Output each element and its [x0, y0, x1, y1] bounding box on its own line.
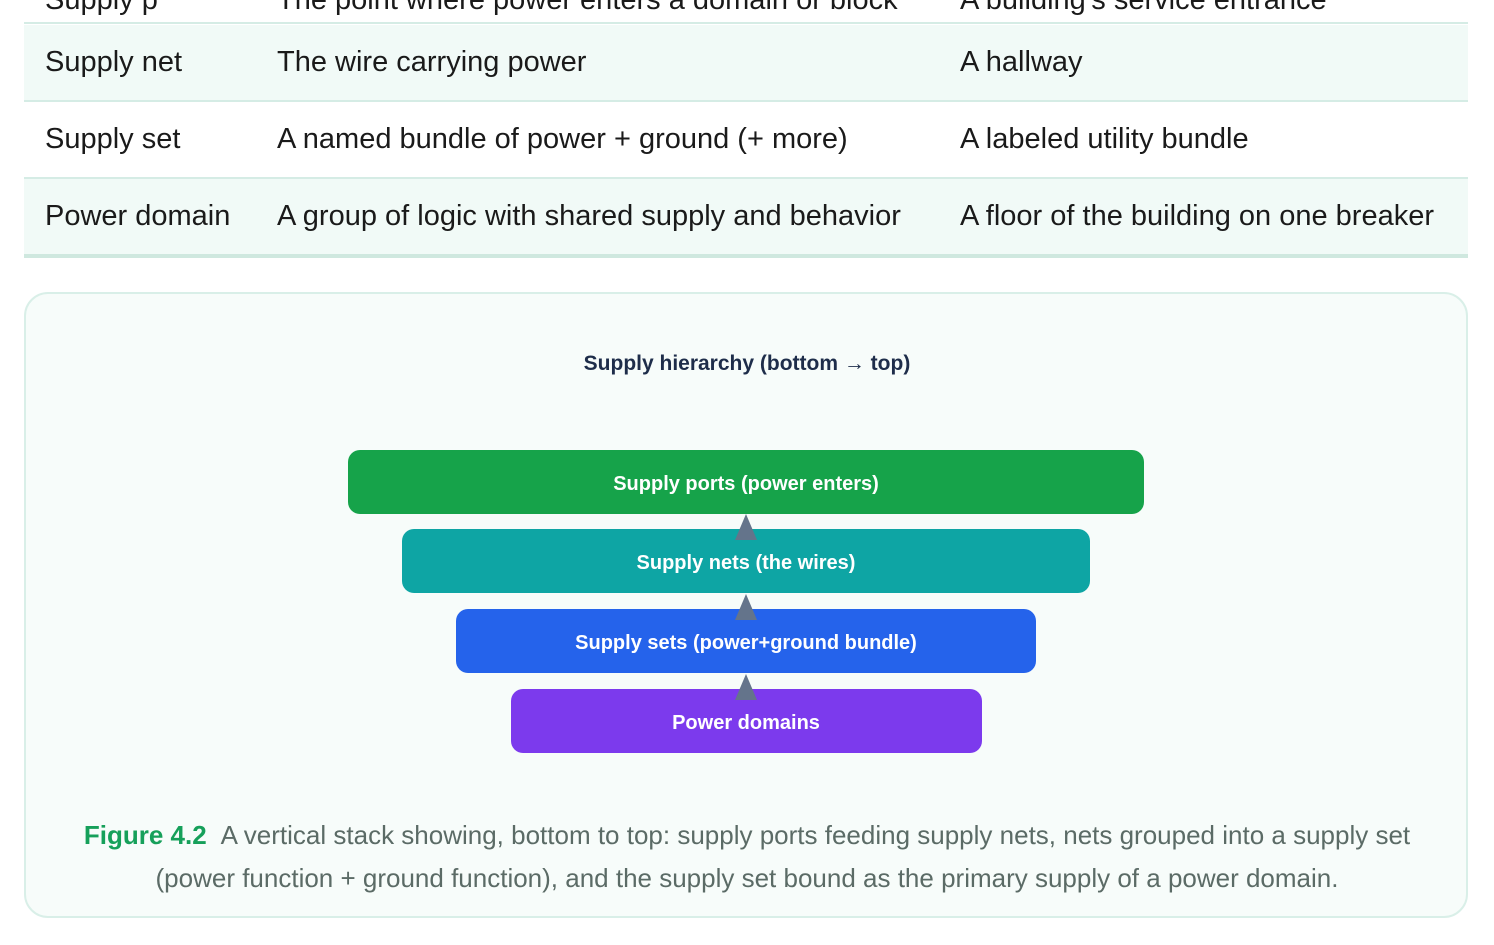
layer-label-supply-sets: Supply sets (power+ground bundle) [575, 632, 917, 654]
analogy-cell: A floor of the building on one breaker [939, 178, 1468, 258]
table-row: Supply set A named bundle of power + gro… [24, 101, 1468, 179]
term-cell: Power domain [24, 178, 256, 258]
supply-hierarchy-diagram: Supply hierarchy (bottom → top) Supply p… [348, 352, 1144, 753]
table-row: Supply net The wire carrying power A hal… [24, 25, 1468, 102]
meaning-cell: A named bundle of power + ground (+ more… [256, 101, 939, 179]
figure-panel: Supply hierarchy (bottom → top) Supply p… [24, 292, 1468, 918]
table-row-cut-off: Supply p The point where power enters a … [24, 0, 1468, 24]
layer-box-supply-ports [348, 450, 1144, 514]
layer-box-supply-sets [456, 609, 1036, 673]
figure-number: Figure 4.2 [83, 820, 207, 850]
term-cell: Supply set [24, 101, 256, 179]
layer-label-supply-ports: Supply ports (power enters) [613, 473, 879, 495]
arrow-up-icon [735, 674, 757, 700]
arrow-up-icon [735, 514, 757, 540]
term-cell: Supply net [24, 25, 256, 102]
layer-label-power-domains: Power domains [672, 712, 820, 734]
analogy-cell: A labeled utility bundle [939, 101, 1468, 179]
arrow-up-icon [735, 594, 757, 620]
layer-box-power-domains [511, 689, 982, 753]
diagram-title: Supply hierarchy (bottom → top) [584, 352, 911, 375]
meaning-cell: A group of logic with shared supply and … [256, 178, 939, 258]
layer-label-supply-nets: Supply nets (the wires) [637, 552, 856, 574]
layer-box-supply-nets [402, 529, 1090, 593]
analogy-cell: A hallway [939, 25, 1468, 102]
terms-table: Supply net The wire carrying power A hal… [24, 25, 1468, 258]
caption-text: A vertical stack showing, bottom to top:… [155, 820, 1411, 893]
meaning-cell: The wire carrying power [256, 25, 939, 102]
table-row: Power domain A group of logic with share… [24, 178, 1468, 258]
